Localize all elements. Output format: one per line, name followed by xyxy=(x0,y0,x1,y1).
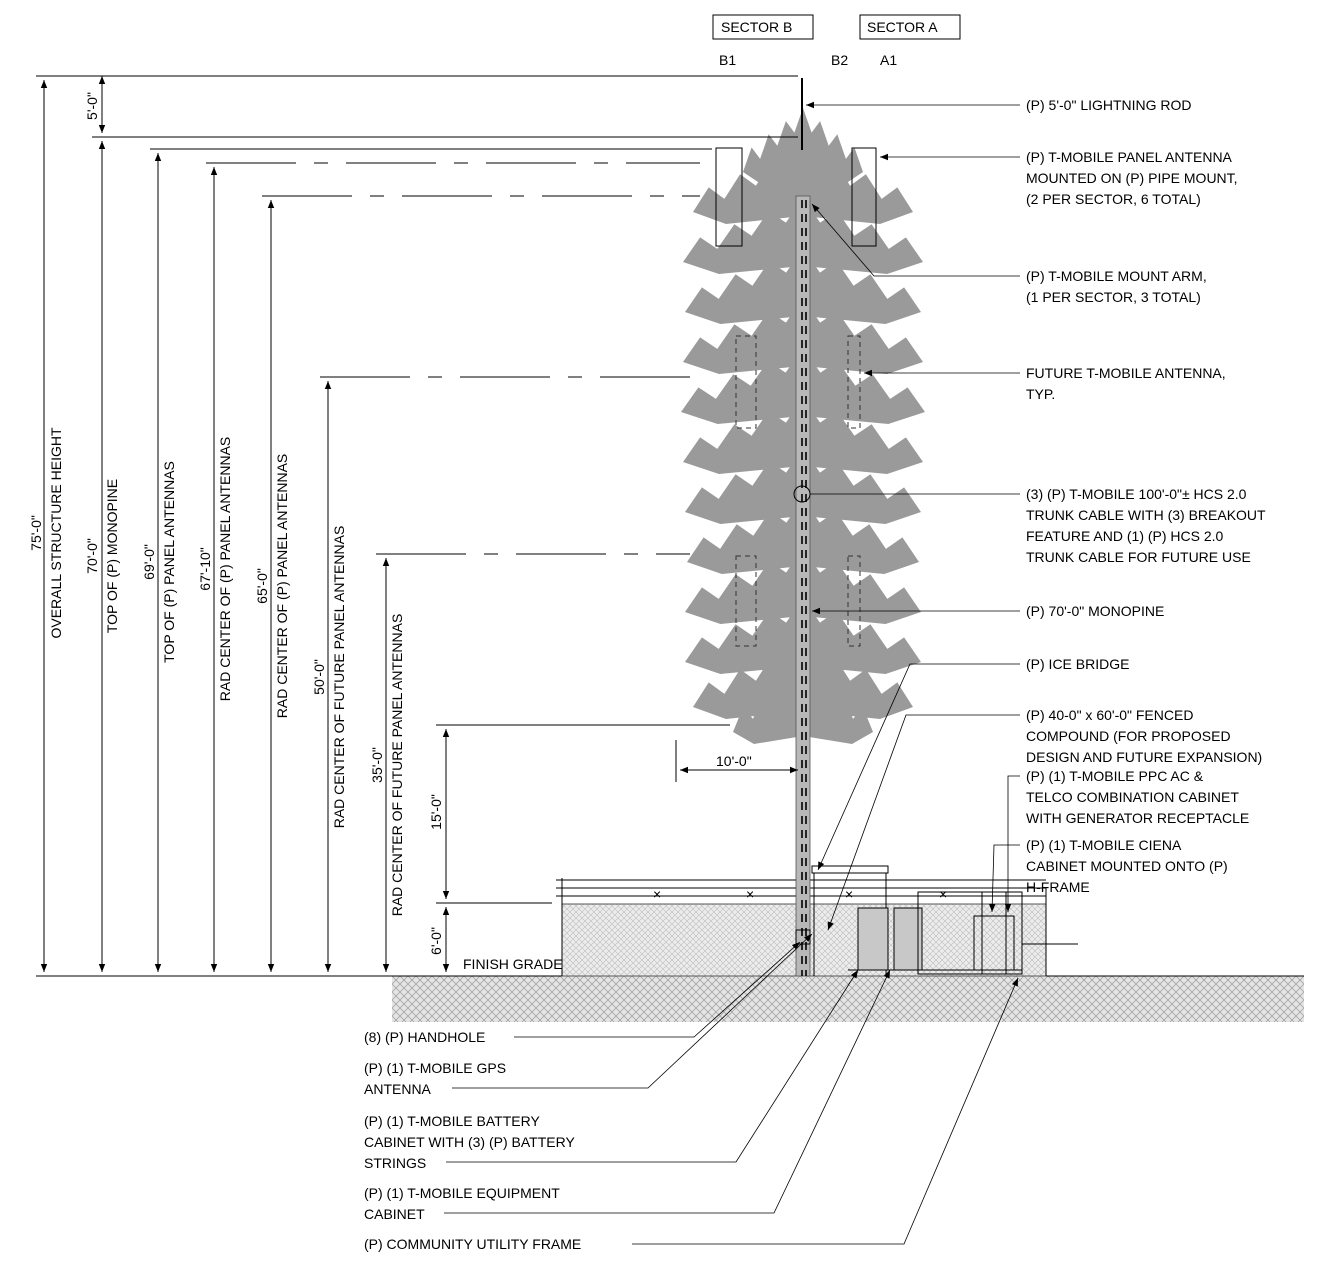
extension-lines xyxy=(36,75,798,904)
fence-height-value: 6'-0" xyxy=(428,927,444,955)
future-rad-1-value: 50'-0" xyxy=(311,659,327,695)
callout-monopine: (P) 70'-0" MONOPINE xyxy=(1026,603,1164,619)
callout-compound-1: (P) 40-0" x 60'-0" FENCED xyxy=(1026,707,1193,723)
svg-text:×: × xyxy=(845,886,853,902)
panel-antennas xyxy=(715,147,877,647)
sector-b1-label: B1 xyxy=(719,52,736,68)
branch-offset-value: 10'-0" xyxy=(716,753,752,769)
future-antenna xyxy=(847,335,861,429)
callout-ppc-2: TELCO COMBINATION CABINET xyxy=(1026,789,1239,805)
sector-a1-label: A1 xyxy=(880,52,897,68)
rad-center-1-label: RAD CENTER OF (P) PANEL ANTENNAS xyxy=(217,437,233,701)
rad-center-2-value: 65'-0" xyxy=(254,568,270,604)
callouts-bottom: (8) (P) HANDHOLE (P) (1) T-MOBILE GPS AN… xyxy=(364,933,1019,1252)
callout-panel-antenna-2: MOUNTED ON (P) PIPE MOUNT, xyxy=(1026,170,1238,186)
callout-trunk-cable-3: FEATURE AND (1) (P) HCS 2.0 xyxy=(1026,528,1224,544)
top-panel-label: TOP OF (P) PANEL ANTENNAS xyxy=(161,461,177,663)
callouts-right: (P) 5'-0" LIGHTNING ROD (P) T-MOBILE PAN… xyxy=(806,97,1266,931)
battery-cabinet xyxy=(857,907,889,971)
callout-ciena-3: H-FRAME xyxy=(1026,879,1090,895)
callout-handhole: (8) (P) HANDHOLE xyxy=(364,1029,485,1045)
svg-text:×: × xyxy=(939,886,947,902)
sector-a-label: SECTOR A xyxy=(867,19,938,35)
rad-center-2-label: RAD CENTER OF (P) PANEL ANTENNAS xyxy=(274,454,290,718)
lightning-rod-dim: 5'-0" xyxy=(84,92,100,120)
callout-future-antenna-1: FUTURE T-MOBILE ANTENNA, xyxy=(1026,365,1226,381)
future-antenna xyxy=(847,555,861,647)
dimension-lines xyxy=(40,76,798,972)
sector-labels: SECTOR B SECTOR A B1 B2 A1 xyxy=(712,14,961,68)
overall-height-label: OVERALL STRUCTURE HEIGHT xyxy=(48,427,64,639)
finish-grade-label: FINISH GRADE xyxy=(463,956,563,972)
top-monopine-value: 70'-0" xyxy=(84,538,100,574)
sector-b-label: SECTOR B xyxy=(721,19,792,35)
callout-compound-3: DESIGN AND FUTURE EXPANSION) xyxy=(1026,749,1262,765)
callout-ppc-1: (P) (1) T-MOBILE PPC AC & xyxy=(1026,768,1204,784)
fenced-compound: × × × × xyxy=(556,865,1078,977)
dimension-text: 75'-0" OVERALL STRUCTURE HEIGHT 5'-0" 70… xyxy=(28,92,752,955)
callout-battery-3: STRINGS xyxy=(364,1155,426,1171)
top-panel-value: 69'-0" xyxy=(141,544,157,580)
future-rad-2-value: 35'-0" xyxy=(369,747,385,783)
callout-mount-arm-1: (P) T-MOBILE MOUNT ARM, xyxy=(1026,268,1207,284)
finish-grade-label-bg xyxy=(458,952,588,974)
future-rad-2-label: RAD CENTER OF FUTURE PANEL ANTENNAS xyxy=(389,614,405,917)
callout-ciena-1: (P) (1) T-MOBILE CIENA xyxy=(1026,837,1182,853)
callout-trunk-cable-2: TRUNK CABLE WITH (3) BREAKOUT xyxy=(1026,507,1266,523)
callout-lightning-rod: (P) 5'-0" LIGHTNING ROD xyxy=(1026,97,1192,113)
callout-panel-antenna-3: (2 PER SECTOR, 6 TOTAL) xyxy=(1026,191,1201,207)
ground-hatch xyxy=(392,976,1304,1022)
callout-equipment-1: (P) (1) T-MOBILE EQUIPMENT xyxy=(364,1185,560,1201)
callout-battery-2: CABINET WITH (3) (P) BATTERY xyxy=(364,1134,575,1150)
future-rad-1-label: RAD CENTER OF FUTURE PANEL ANTENNAS xyxy=(331,526,347,829)
callout-ciena-2: CABINET MOUNTED ONTO (P) xyxy=(1026,858,1228,874)
callout-mount-arm-2: (1 PER SECTOR, 3 TOTAL) xyxy=(1026,289,1201,305)
callout-trunk-cable-4: TRUNK CABLE FOR FUTURE USE xyxy=(1026,549,1251,565)
callout-trunk-cable-1: (3) (P) T-MOBILE 100'-0"± HCS 2.0 xyxy=(1026,486,1247,502)
svg-text:×: × xyxy=(746,886,754,902)
callout-panel-antenna-1: (P) T-MOBILE PANEL ANTENNA xyxy=(1026,149,1233,165)
callout-battery-1: (P) (1) T-MOBILE BATTERY xyxy=(364,1113,540,1129)
callout-equipment-2: CABINET xyxy=(364,1206,425,1222)
callout-gps-2: ANTENNA xyxy=(364,1081,432,1097)
callout-gps-1: (P) (1) T-MOBILE GPS xyxy=(364,1060,506,1076)
antenna-a1 xyxy=(851,147,877,247)
ground: FINISH GRADE xyxy=(36,952,1304,1022)
utility-frame xyxy=(917,891,1023,975)
future-antenna xyxy=(735,555,757,647)
callout-ppc-3: WITH GENERATOR RECEPTACLE xyxy=(1026,810,1249,826)
callout-future-antenna-2: TYP. xyxy=(1026,386,1055,402)
monopine-pole xyxy=(793,78,811,977)
callout-utility-frame: (P) COMMUNITY UTILITY FRAME xyxy=(364,1236,581,1252)
pine-branch-tier xyxy=(693,148,913,224)
overall-height-value: 75'-0" xyxy=(28,515,44,551)
svg-text:×: × xyxy=(653,886,661,902)
callout-ice-bridge: (P) ICE BRIDGE xyxy=(1026,656,1129,672)
antenna-b1 xyxy=(715,147,743,247)
branch-height-value: 15'-0" xyxy=(428,794,444,830)
top-monopine-label: TOP OF (P) MONOPINE xyxy=(104,479,120,633)
sector-b2-label: B2 xyxy=(831,52,848,68)
rad-center-1-value: 67'-10" xyxy=(197,547,213,590)
callout-compound-2: COMPOUND (FOR PROPOSED xyxy=(1026,728,1231,744)
future-antenna xyxy=(735,335,757,429)
